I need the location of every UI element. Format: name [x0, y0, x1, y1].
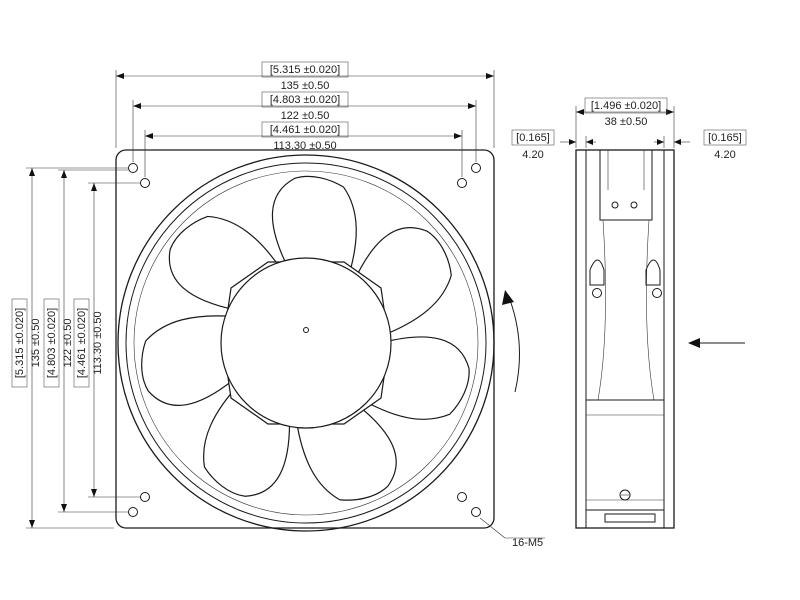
- mounting-hole: [140, 492, 150, 502]
- hole-leader-line: [479, 517, 506, 539]
- bottom-strip: [604, 513, 656, 523]
- dim-arrow: [657, 139, 664, 145]
- height-hole-outer-label: [4.803 ±0.020] 122 ±0.50: [43, 298, 74, 388]
- mounting-hole: [128, 163, 138, 173]
- width-hole-outer-inch: [4.803 ±0.020]: [270, 94, 340, 106]
- width-overall-mm: 135 ±0.50: [281, 80, 330, 92]
- dim-arrow: [91, 489, 97, 497]
- height-hole-inner-label: [4.461 ±0.020] 113.30 ±0.50: [73, 298, 104, 388]
- height-hole-inner-mm: 113.30 ±0.50: [92, 311, 104, 374]
- side-dimensions: [1.496 ±0.020] 38 ±0.50 [0.165] 4.20 [0.…: [511, 97, 747, 161]
- dim-arrow: [454, 133, 462, 139]
- dim-arrow: [569, 139, 576, 145]
- dim-arrow: [133, 103, 141, 109]
- dim-arrow: [29, 168, 35, 176]
- side-view: [575, 149, 745, 529]
- side-slot: [645, 259, 661, 286]
- dim-arrow: [116, 73, 124, 79]
- lower-screw: [619, 489, 631, 501]
- depth-inch: [1.496 ±0.020]: [591, 100, 661, 112]
- dim-arrow: [666, 109, 674, 115]
- fan-blade: [141, 315, 239, 406]
- dim-inch-box: [43, 298, 60, 388]
- height-hole-inner-inch: [4.461 ±0.020]: [76, 308, 88, 378]
- height-overall-inch: [5.315 ±0.020]: [14, 308, 26, 378]
- dim-arrow: [29, 520, 35, 528]
- dim-inch-box: [511, 129, 555, 146]
- height-hole-outer-mm: 122 ±0.50: [62, 319, 74, 368]
- dim-inch-box: [584, 97, 668, 114]
- lower-block: [585, 399, 665, 511]
- dim-arrow: [486, 73, 494, 79]
- dim-arrow: [674, 139, 681, 145]
- dim-arrow: [91, 183, 97, 191]
- dim-inch-box: [261, 121, 349, 138]
- side-body: [575, 149, 675, 529]
- venturi-edge-ring: [133, 170, 479, 516]
- mounting-hole: [128, 507, 138, 517]
- mounting-hole: [471, 163, 481, 173]
- mounting-hole: [457, 178, 467, 188]
- rotation-arrow: [509, 299, 520, 393]
- side-hole: [652, 288, 662, 298]
- dim-inch-box: [11, 298, 28, 388]
- mounting-hole: [140, 178, 150, 188]
- venturi-outer-ring: [117, 154, 495, 532]
- front-height-dimensions: [5.315 ±0.020] 135 ±0.50 [4.803 ±0.020] …: [11, 167, 140, 529]
- mounting-hole: [471, 507, 481, 517]
- mounting-hole: [457, 492, 467, 502]
- width-hole-outer-mm: 122 ±0.50: [281, 110, 330, 122]
- flange-left-inch: [0.165]: [516, 132, 550, 144]
- side-hole: [592, 288, 602, 298]
- dim-arrow: [576, 109, 584, 115]
- width-hole-inner-mm: 113.30 ±0.50: [273, 140, 336, 152]
- venturi-inner-ring: [125, 162, 487, 524]
- height-overall-mm: 135 ±0.50: [30, 319, 42, 368]
- depth-mm: 38 ±0.50: [605, 116, 648, 128]
- height-hole-outer-inch: [4.803 ±0.020]: [46, 308, 58, 378]
- bracket-hole: [630, 201, 638, 209]
- dim-inch-box: [73, 298, 90, 388]
- dim-arrow: [468, 103, 476, 109]
- flange-right-mm: 4.20: [714, 149, 735, 161]
- hub: [220, 257, 392, 429]
- dim-inch-box: [703, 129, 747, 146]
- dim-arrow: [586, 139, 593, 145]
- bracket-hole: [611, 201, 619, 209]
- rotation-arrowhead: [502, 290, 514, 305]
- side-slot: [589, 259, 605, 286]
- side-contour: [646, 219, 655, 401]
- dim-inch-box: [261, 91, 349, 108]
- side-contour: [597, 219, 606, 401]
- top-bracket: [599, 149, 653, 221]
- airflow-arrowhead: [688, 338, 700, 348]
- width-hole-inner-inch: [4.461 ±0.020]: [270, 124, 340, 136]
- front-width-dimensions: [5.315 ±0.020] 135 ±0.50 [4.803 ±0.020] …: [115, 61, 495, 177]
- front-view: 16-M5: [115, 149, 545, 549]
- hub-center-dot: [303, 327, 309, 333]
- mounting-holes: [128, 163, 481, 517]
- dim-arrow: [61, 504, 67, 512]
- dim-arrow: [145, 133, 153, 139]
- flange-right-inch: [0.165]: [708, 132, 742, 144]
- hole-callout: 16-M5: [512, 537, 543, 549]
- width-overall-inch: [5.315 ±0.020]: [270, 64, 340, 76]
- dim-arrow: [61, 170, 67, 178]
- fan-blade: [271, 175, 357, 280]
- dim-inch-box: [261, 61, 349, 78]
- height-overall-label: [5.315 ±0.020] 135 ±0.50: [11, 298, 42, 388]
- flange-left-mm: 4.20: [522, 149, 543, 161]
